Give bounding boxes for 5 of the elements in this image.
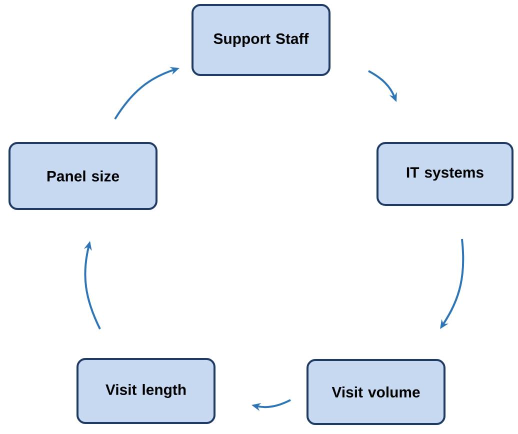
process-box: Visit volume — [306, 359, 446, 425]
process-box: Visit length — [76, 358, 216, 424]
process-box: IT systems — [376, 142, 514, 206]
process-box: Panel size — [8, 142, 158, 210]
process-box: Support Staff — [192, 4, 330, 76]
